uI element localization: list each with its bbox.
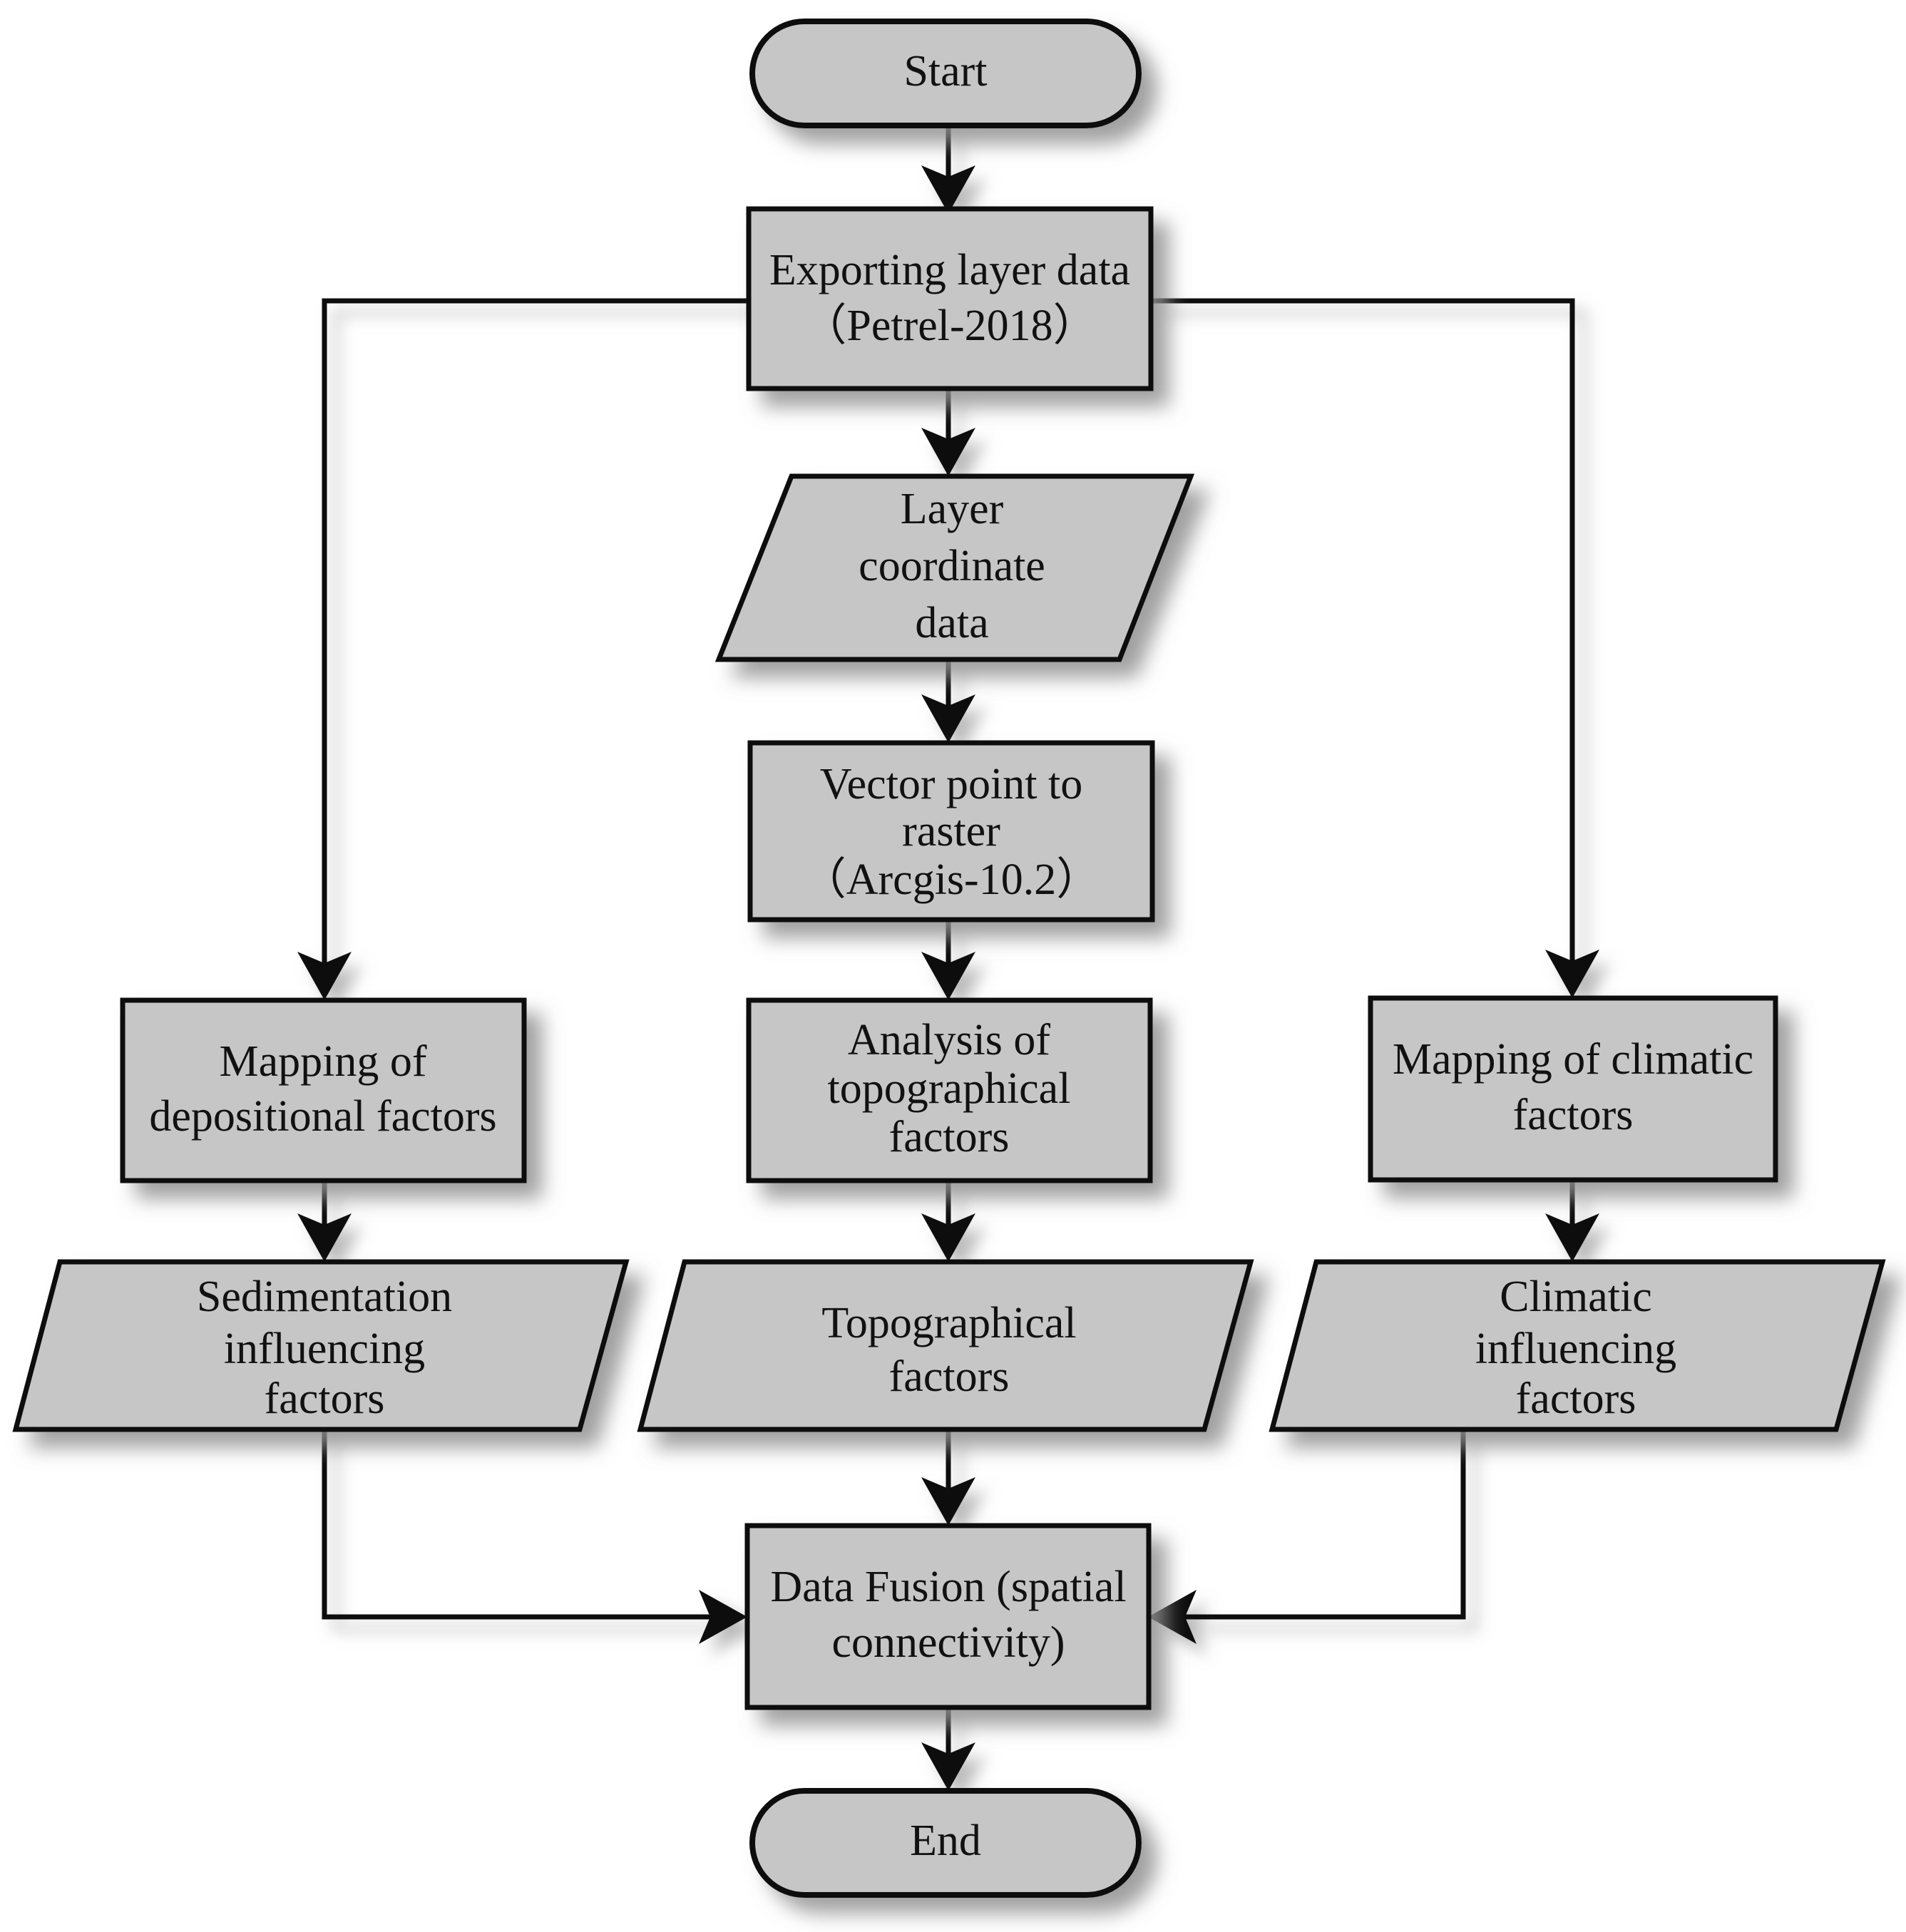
node-layer-coordinate-data[interactable]: Layer coordinate data: [714, 473, 1195, 662]
node-data-fusion[interactable]: Data Fusion (spatial connectivity): [744, 1523, 1152, 1710]
exporting-layer-data-line1: Exporting layer data: [769, 246, 1130, 294]
node-mapping-depositional-factors[interactable]: Mapping of depositional factors: [120, 997, 527, 1183]
edge-exporting-to-mapping-depositional: [297, 298, 749, 1000]
layer-coordinate-data-shape: [714, 473, 1195, 662]
analysis-topographical-factors-line1: Analysis of: [848, 1016, 1051, 1064]
mapping-climatic-factors-line1: Mapping of climatic: [1393, 1035, 1753, 1084]
mapping-depositional-factors-line2: depositional factors: [149, 1092, 496, 1141]
topographical-factors-shape: [637, 1259, 1254, 1432]
exporting-layer-data-shape: [746, 206, 1154, 391]
climatic-influencing-factors-line1: Climatic: [1500, 1273, 1652, 1321]
mapping-climatic-factors-line2: factors: [1513, 1091, 1634, 1139]
mapping-depositional-factors-line1: Mapping of: [219, 1037, 426, 1086]
climatic-influencing-factors-line3: factors: [1516, 1375, 1636, 1423]
end-shape: [749, 1788, 1142, 1898]
node-mapping-climatic-factors[interactable]: Mapping of climatic factors: [1368, 995, 1778, 1183]
edge-start-to-exporting: [921, 125, 975, 214]
layer-coordinate-data-line1: Layer: [901, 485, 1004, 533]
edge-exporting-to-mapping-climatic: [1151, 298, 1599, 998]
layer-coordinate-data-line2: coordinate: [859, 542, 1045, 590]
climatic-influencing-factors-shape: [1269, 1259, 1886, 1432]
exporting-layer-data-line2: （Petrel-2018）: [802, 302, 1097, 350]
edge-topographical-factors-to-data-fusion: [921, 1429, 975, 1526]
node-vector-point-to-raster[interactable]: Vector point to raster （Arcgis-10.2）: [747, 740, 1155, 923]
edge-exporting-to-layer-coordinate: [921, 389, 975, 476]
end-label: End: [910, 1817, 981, 1865]
analysis-topographical-factors-line3: factors: [889, 1113, 1010, 1161]
edge-vector-raster-to-analysis: [921, 920, 975, 1000]
data-fusion-shape: [744, 1523, 1152, 1710]
sedimentation-influencing-factors-line1: Sedimentation: [197, 1273, 452, 1321]
topographical-factors-line2: factors: [889, 1352, 1010, 1401]
edge-layer-coordinate-to-vector-raster: [921, 659, 975, 743]
layer-coordinate-data-line3: data: [915, 599, 988, 647]
edge-mapping-climatic-to-climatic-factors: [1545, 1180, 1599, 1262]
vector-point-to-raster-line3: （Arcgis-10.2）: [802, 855, 1100, 904]
start-label: Start: [903, 47, 987, 96]
node-sedimentation-influencing-factors[interactable]: Sedimentation influencing factors: [12, 1259, 630, 1432]
vector-point-to-raster-line1: Vector point to: [820, 760, 1083, 808]
node-analysis-topographical-factors[interactable]: Analysis of topographical factors: [746, 997, 1153, 1183]
edge-data-fusion-to-end: [921, 1707, 975, 1791]
edge-climatic-to-data-fusion: [1148, 1429, 1466, 1644]
mapping-depositional-factors-shape: [120, 997, 527, 1183]
node-exporting-layer-data[interactable]: Exporting layer data （Petrel-2018）: [746, 206, 1154, 391]
analysis-topographical-factors-shape: [746, 997, 1153, 1183]
topographical-factors-line1: Topographical: [821, 1299, 1076, 1347]
node-end[interactable]: End: [749, 1788, 1142, 1898]
vector-point-to-raster-line2: raster: [902, 807, 1000, 855]
vector-point-to-raster-shape: [747, 740, 1155, 923]
node-climatic-influencing-factors[interactable]: Climatic influencing factors: [1269, 1259, 1886, 1432]
analysis-topographical-factors-line2: topographical: [828, 1064, 1071, 1113]
data-fusion-line1: Data Fusion (spatial: [770, 1563, 1126, 1611]
edge-sedimentation-to-data-fusion: [322, 1429, 747, 1644]
mapping-climatic-factors-shape: [1368, 995, 1778, 1183]
start-shape: [749, 19, 1142, 128]
data-fusion-line2: connectivity): [831, 1618, 1065, 1667]
node-topographical-factors[interactable]: Topographical factors: [637, 1259, 1254, 1432]
edge-analysis-to-topographical-factors: [921, 1181, 975, 1262]
edge-mapping-depositional-to-sedimentation: [297, 1181, 352, 1262]
sedimentation-influencing-factors-line3: factors: [265, 1375, 385, 1423]
sedimentation-influencing-factors-shape: [12, 1259, 630, 1432]
sedimentation-influencing-factors-line2: influencing: [224, 1325, 425, 1373]
connector-layer: [297, 125, 1599, 1791]
climatic-influencing-factors-line2: influencing: [1475, 1325, 1676, 1373]
node-start[interactable]: Start: [749, 19, 1142, 128]
